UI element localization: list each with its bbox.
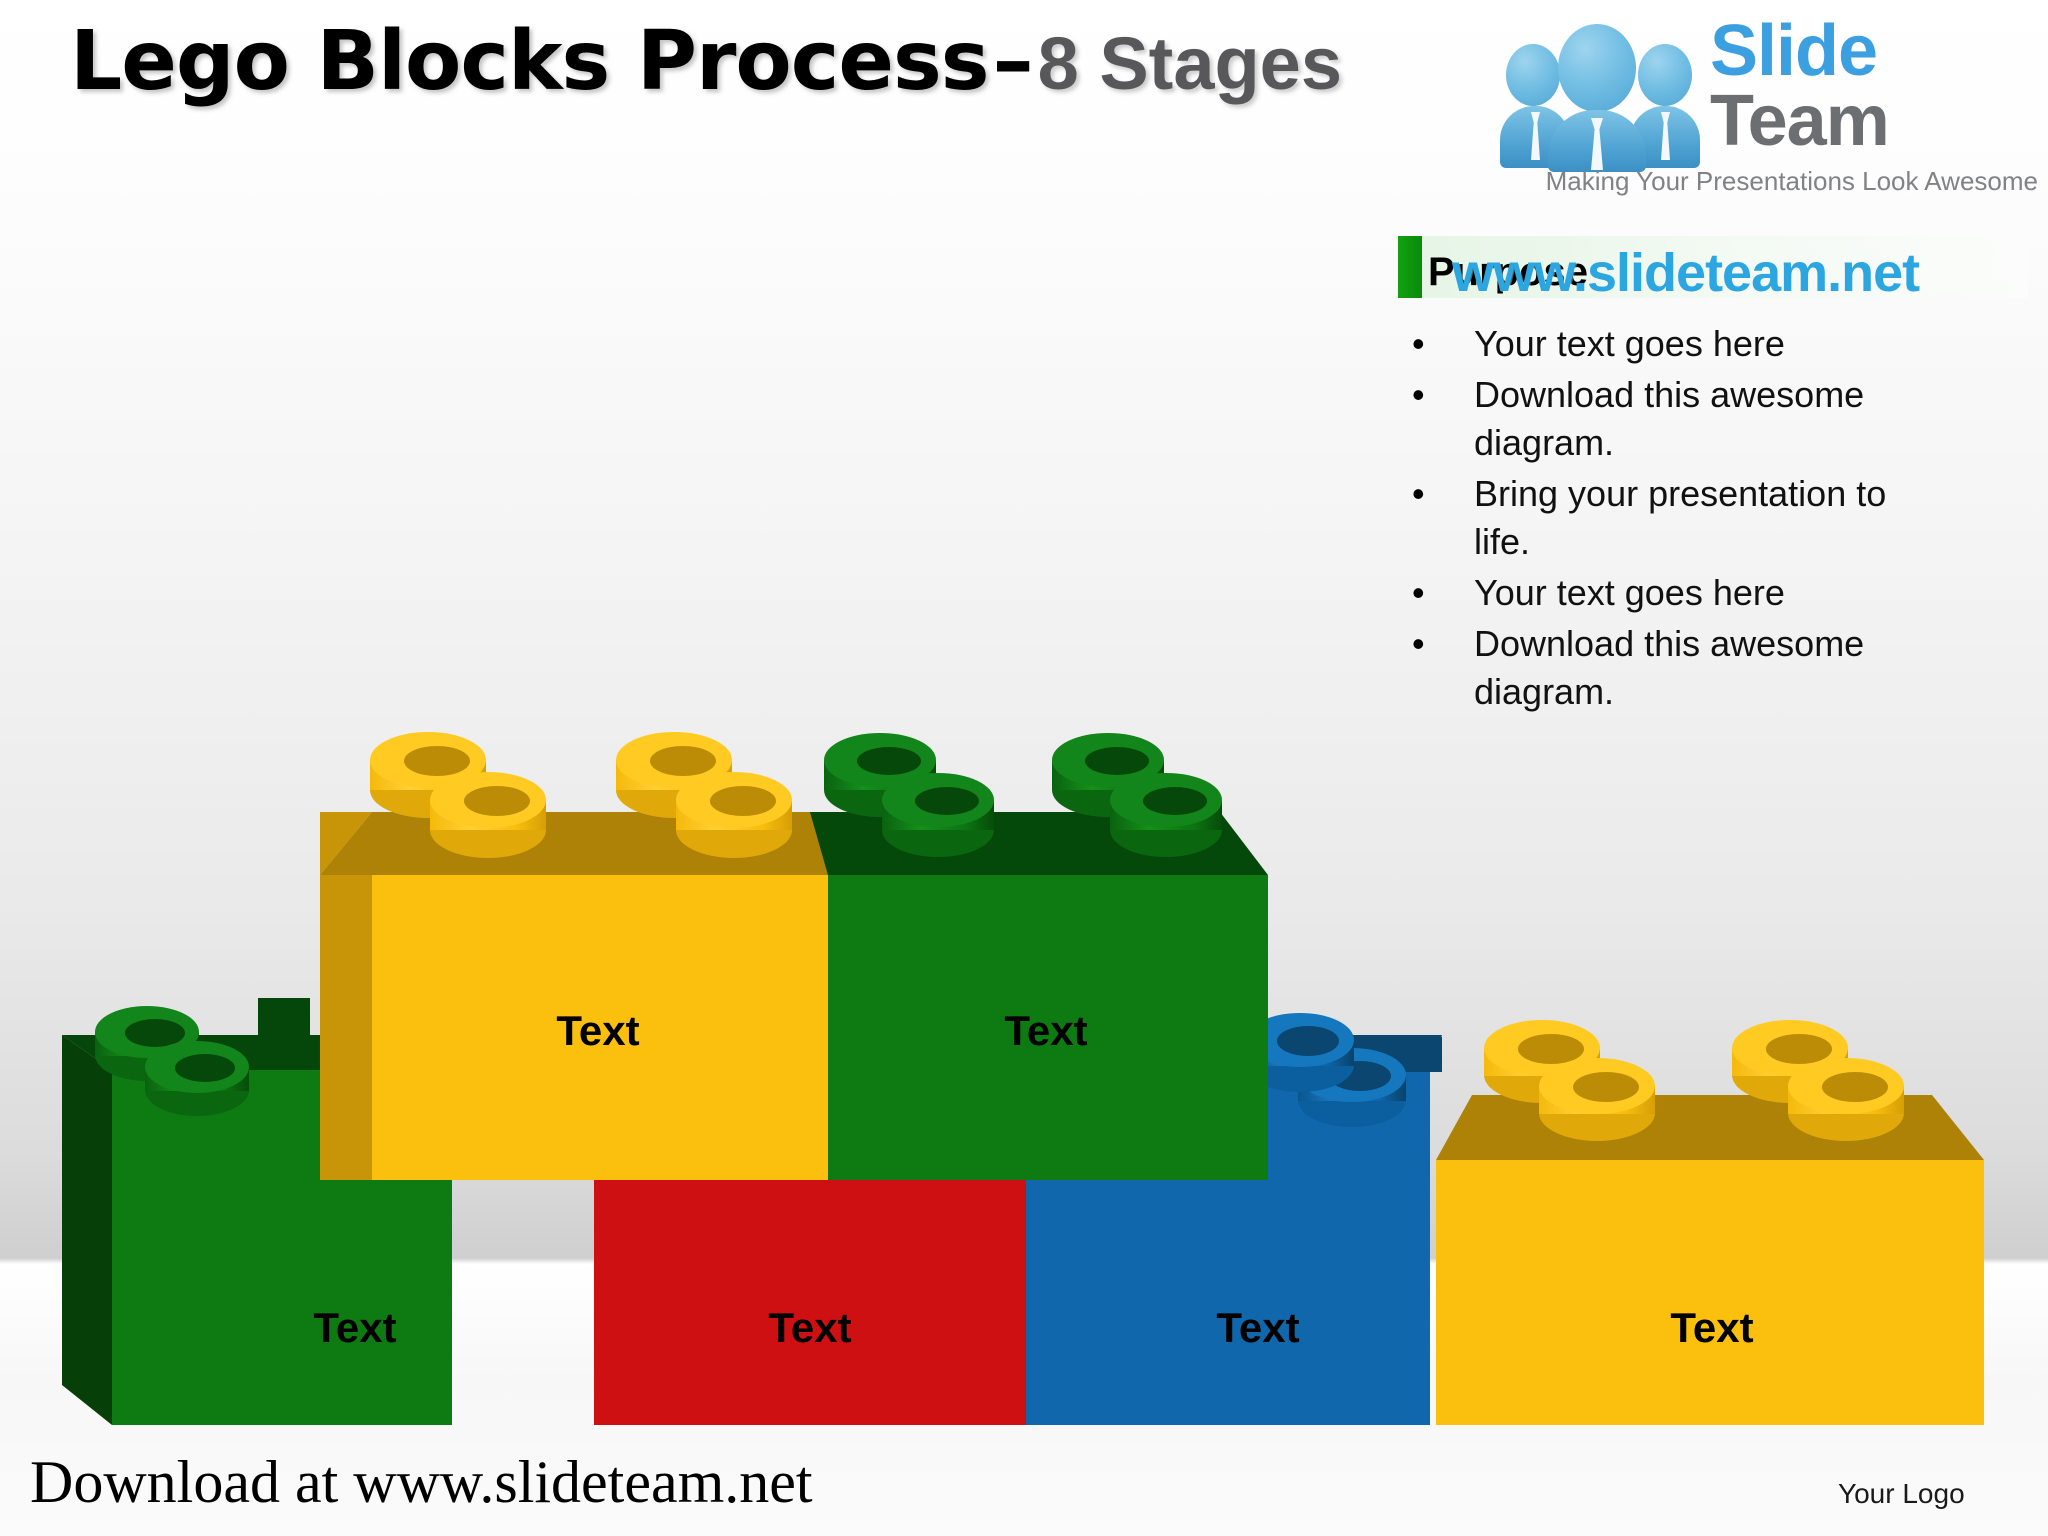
block-left-face [320, 812, 372, 1180]
lego-block-top-green[interactable]: Text [810, 733, 1268, 1180]
bullet-text: Your text goes here [1474, 572, 1785, 613]
block-label: Text [1670, 1304, 1753, 1351]
lego-block-bottom-yellow[interactable]: Text [1436, 1020, 1984, 1425]
watermark-url: www.slideteam.net [1452, 243, 1920, 303]
bullet-dot-icon: • [1412, 323, 1425, 364]
bullet-list: • Your text goes here • Download this aw… [1398, 320, 2038, 719]
list-item: • Download this awesome diagram. [1398, 620, 2038, 716]
title-subtitle: 8 Stages [1037, 22, 1342, 105]
bullet-text: Download this awesome diagram. [1474, 623, 1865, 712]
list-item: • Your text goes here [1398, 320, 2038, 368]
bullet-text: Download this awesome diagram. [1474, 374, 1865, 463]
stud-icon [1788, 1058, 1904, 1141]
bullet-dot-icon: • [1412, 572, 1425, 613]
stud-icon [1246, 1013, 1354, 1092]
title-main: Lego Blocks Process [70, 14, 990, 109]
lego-block-top-yellow[interactable]: Text [318, 732, 828, 1180]
bullet-dot-icon: • [1412, 374, 1425, 415]
block-label: Text [1216, 1304, 1299, 1351]
block-left-face [62, 1035, 112, 1425]
footer-download-text: Download at www.slideteam.net [30, 1449, 813, 1515]
block-label: Text [1004, 1007, 1087, 1054]
stud-icon [430, 772, 546, 858]
purpose-heading: Purpose [1428, 250, 1589, 294]
your-logo-placeholder: Your Logo [1838, 1478, 1965, 1509]
list-item: • Download this awesome diagram. [1398, 371, 2038, 467]
list-item: • Bring your presentation to life. [1398, 470, 2038, 566]
block-front-face [1436, 1160, 1984, 1425]
stud-icon [1110, 773, 1222, 857]
three-people-icon [1500, 14, 1700, 172]
block-label: Text [313, 1304, 396, 1351]
stud-icon [1539, 1058, 1655, 1141]
stud-icon [882, 773, 994, 857]
page-title: Lego Blocks Process–8 Stages [70, 14, 1342, 109]
slideteam-logo: Slide Team Making Your Presentations Loo… [1500, 8, 2040, 238]
purpose-accent-bar [1398, 236, 1422, 298]
bullet-dot-icon: • [1412, 623, 1425, 664]
block-front-face [828, 875, 1268, 1180]
purpose-header-strip [1398, 236, 2028, 298]
block-front-face [372, 875, 828, 1180]
block-label: Text [768, 1304, 851, 1351]
stud-icon [145, 1041, 249, 1116]
title-dash: – [992, 14, 1034, 109]
stud-icon [676, 772, 792, 858]
logo-tagline: Making Your Presentations Look Awesome [1545, 166, 2038, 196]
block-label: Text [556, 1007, 639, 1054]
logo-word-team: Team [1710, 81, 1890, 161]
bullet-text: Your text goes here [1474, 323, 1785, 364]
bullet-text: Bring your presentation to life. [1474, 473, 1887, 562]
bullet-dot-icon: • [1412, 473, 1425, 514]
logo-word-slide: Slide [1710, 11, 1878, 91]
list-item: • Your text goes here [1398, 569, 2038, 617]
stud-icon [1052, 733, 1164, 817]
